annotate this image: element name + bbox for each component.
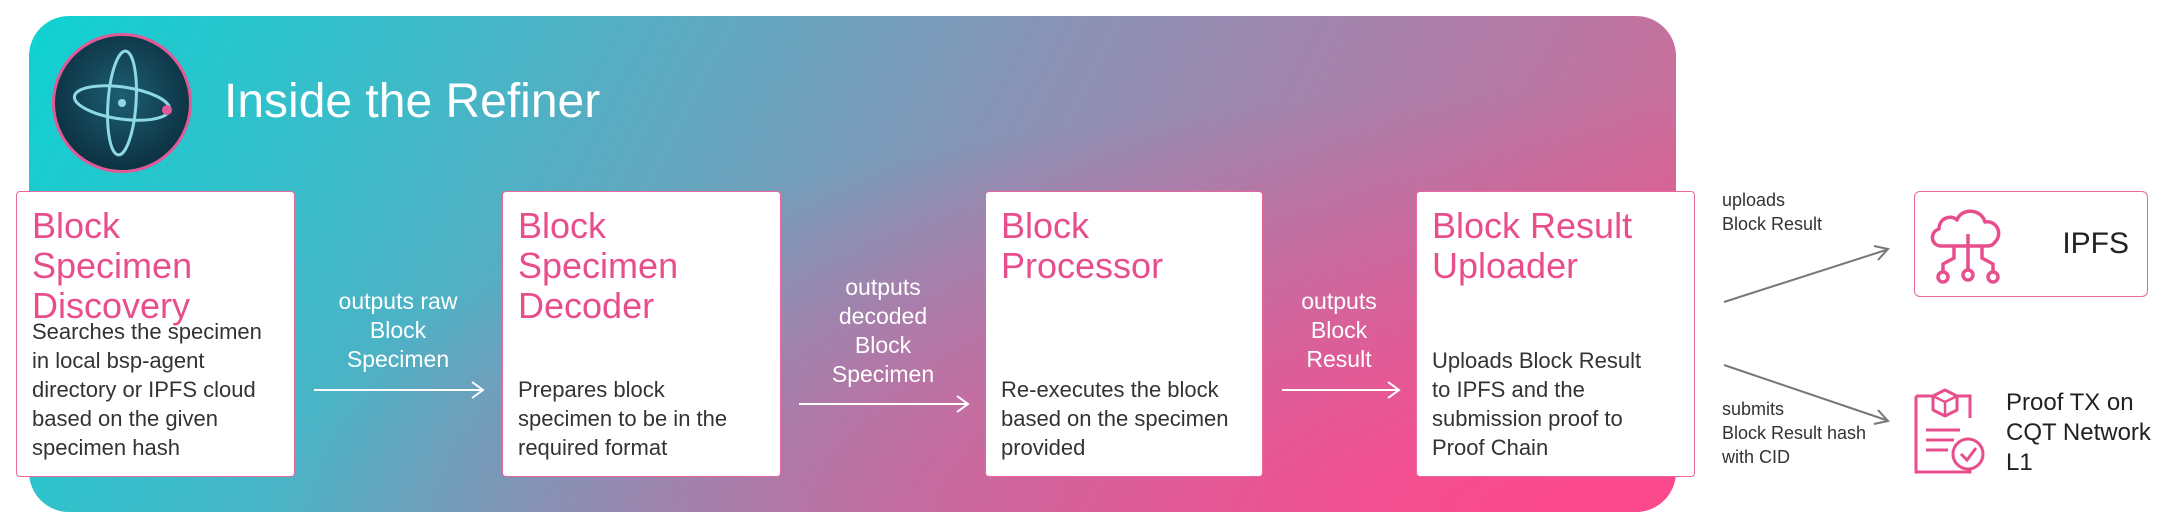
document-check-icon: [1914, 388, 1985, 474]
stage-description: Re-executes the block based on the speci…: [1001, 377, 1229, 460]
output-arrows: [1723, 245, 1890, 425]
stage-description: Searches the specimen in local bsp-agent…: [32, 319, 262, 460]
flow-label-raw: outputs raw Block Specimen: [338, 288, 458, 372]
stage-description: Prepares block specimen to be in the req…: [518, 377, 728, 460]
stage-card-decoder: Block Specimen Decoder Prepares block sp…: [502, 191, 781, 477]
stage-title: Block Specimen Decoder: [518, 205, 679, 326]
stage-card-discovery: Block Specimen Discovery Searches the sp…: [16, 191, 295, 477]
submit-label: submits Block Result hash with CID: [1722, 399, 1867, 467]
flow-arrow-1: [314, 381, 485, 399]
stage-card-uploader: Block Result Uploader Uploads Block Resu…: [1416, 191, 1695, 477]
stage-card-processor: Block Processor Re-executes the block ba…: [985, 191, 1263, 477]
refiner-logo: [52, 33, 192, 173]
proof-label: Proof TX on CQT Network L1: [2006, 389, 2151, 476]
refiner-panel: [29, 16, 1676, 512]
flow-label-decoded: outputs decoded Block Specimen: [831, 274, 935, 387]
stage-description: Uploads Block Result to IPFS and the sub…: [1432, 348, 1642, 460]
flow-arrow-2: [799, 395, 970, 413]
ipfs-box: IPFS: [1914, 191, 2148, 297]
stage-title: Block Processor: [1001, 205, 1164, 286]
stage-title: Block Specimen Discovery: [32, 205, 193, 326]
stage-title: Block Result Uploader: [1432, 205, 1633, 286]
upload-label: uploads Block Result: [1722, 190, 1823, 234]
orbit-icon: [72, 49, 172, 157]
flow-label-result: outputs Block Result: [1301, 288, 1377, 372]
flow-arrow-3: [1282, 381, 1401, 399]
cloud-network-icon: [1930, 209, 2001, 284]
ipfs-label: IPFS: [2062, 227, 2129, 260]
page-title: Inside the Refiner: [224, 75, 601, 128]
